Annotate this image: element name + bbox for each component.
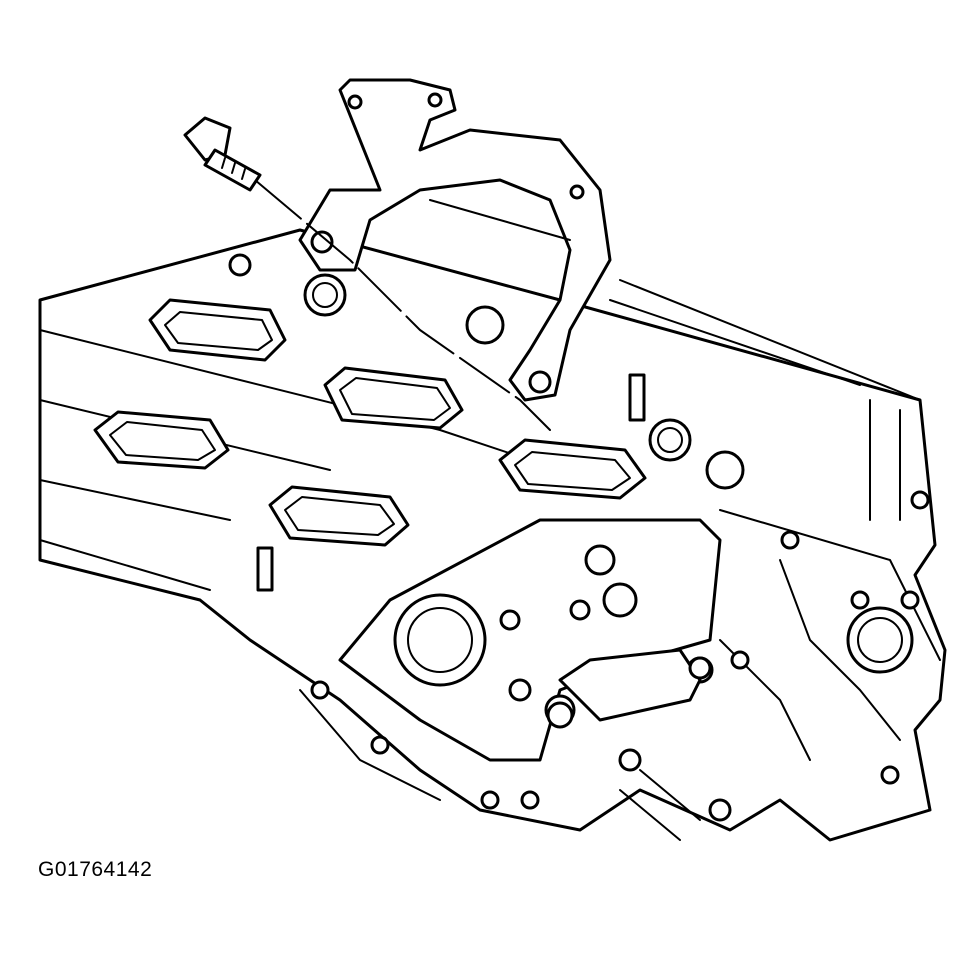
- bolt-with-leader: [183, 116, 551, 431]
- figure-id-label: G01764142: [38, 858, 153, 881]
- front-cover-plate: [338, 518, 722, 762]
- intake-manifold-ports: [93, 298, 647, 547]
- lifting-bracket: [298, 78, 612, 402]
- studs-and-nuts: [228, 253, 930, 841]
